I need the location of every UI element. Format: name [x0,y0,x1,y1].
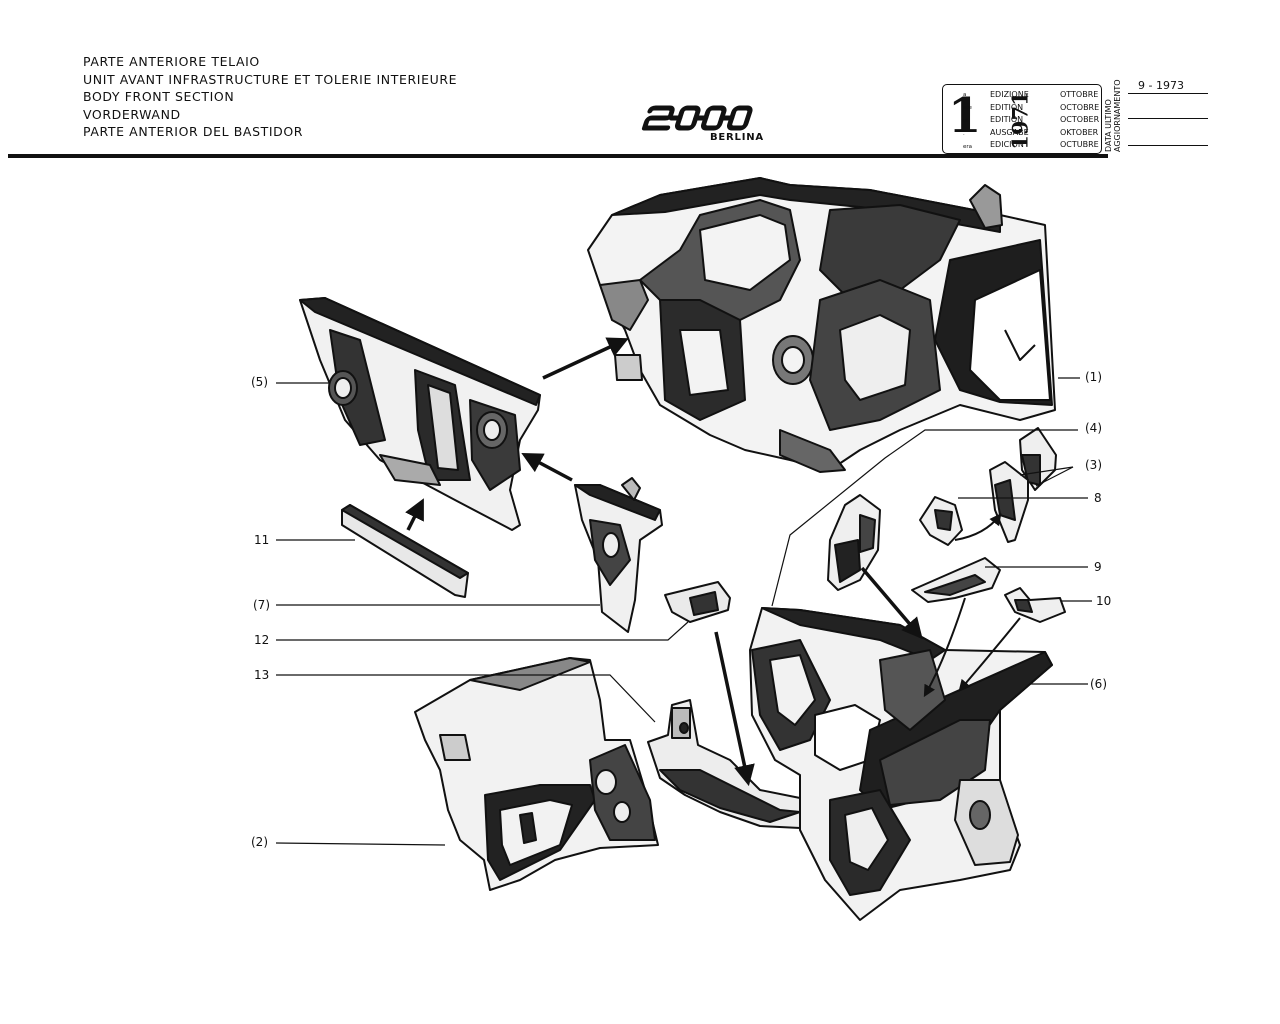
title-german: VORDERWAND [83,106,181,122]
part-4-bracket [827,494,881,591]
callout-8: 8 [1094,491,1102,505]
update-line [1128,118,1208,119]
arrow-bracket9-to-side [923,597,966,698]
edition-month: OTTOBRE [1060,90,1099,99]
edition-label: EDIZIONE [990,90,1029,99]
edition-suffix: ere [963,105,972,111]
arrow-bracket-to-floor [714,631,755,787]
edition-suffix: era [963,144,973,150]
edition-label: EDITION [990,115,1024,124]
update-date: 9 - 1973 [1138,79,1184,92]
title-italian: PARTE ANTERIORE TELAIO [83,54,260,69]
callout-9: 9 [1094,560,1102,574]
part-2-left-wheelarch-assembly [414,657,659,891]
assembly-arrows [405,337,1021,787]
part-10-bracket [1004,587,1066,623]
title-spanish: PARTE ANTERIOR DEL BASTIDOR [83,124,304,139]
part-7-side-bracket [574,477,663,633]
title-french: UNIT AVANT INFRASTRUCTURE ET TOLERIE INT… [83,71,458,87]
update-line [1128,93,1208,94]
arrow-bracket-to-panel [521,453,573,482]
edition-month: OCTOBRE [1060,102,1100,112]
arrow-bracket4-to-side [860,566,923,640]
arrow-crossmember-to-panel [405,498,424,531]
callout-5: (5) [251,375,268,389]
edition-number: 1 [948,88,982,144]
callout-10: 10 [1096,594,1112,608]
title-english: BODY FRONT SECTION [83,89,235,104]
edition-month: OKTOBER [1060,127,1099,137]
edition-month: OCTUBRE [1060,140,1099,149]
arrow-bracket10-to-side [958,617,1021,692]
part-1-front-body-assembly [587,177,1056,473]
part-6-right-wheelarch-assembly [749,607,1053,921]
part-9-bracket [911,557,1001,603]
callout-1: (1) [1085,370,1102,384]
callout-11: 11 [254,533,270,547]
update-line [1128,145,1208,146]
header-rule [8,154,1108,158]
part-8-bracket [919,496,963,546]
callout-4: (4) [1085,421,1102,435]
edition-month: OCTOBER [1060,115,1100,124]
part-11-crossmember [341,504,469,598]
logo-subtitle: BERLINA [710,132,764,143]
edition-suffix: st [963,118,969,124]
edition-label: EDITION [990,102,1024,112]
callout-13: 13 [254,668,270,682]
callout-3: (3) [1085,458,1102,472]
edition-months: OTTOBRE OCTOBRE OCTOBER OKTOBER OCTUBRE [1060,89,1099,152]
callout-6: (6) [1090,677,1107,691]
leader-lines [275,377,1092,846]
edition-suffix: a [963,92,967,98]
edition-labels: EDIZIONE EDITION EDITION AUSGABE EDICION [990,89,1029,152]
part-12-small-bracket [664,581,731,623]
edition-label: EDICION [990,140,1024,149]
edition-box: 1 a ere st . era EDIZIONE EDITION EDITIO… [942,84,1102,154]
callout-12: 12 [254,633,270,647]
logo-2000-graphic [641,105,753,131]
arrow-panel-to-body [542,337,629,380]
brand-logo: BERLINA [640,105,770,147]
part-5-front-panel [299,297,541,531]
header-titles: PARTE ANTERIORE TELAIO UNIT AVANT INFRAS… [83,53,457,141]
arrow-bracket8-to-bracket3 [954,513,1002,541]
edition-label: AUSGABE [990,127,1029,137]
edition-suffix: . [963,131,965,137]
callout-2: (2) [251,835,268,849]
callout-7: (7) [253,598,270,612]
part-13-floor-section [647,699,836,829]
part-3-bracket-pair [989,427,1057,543]
